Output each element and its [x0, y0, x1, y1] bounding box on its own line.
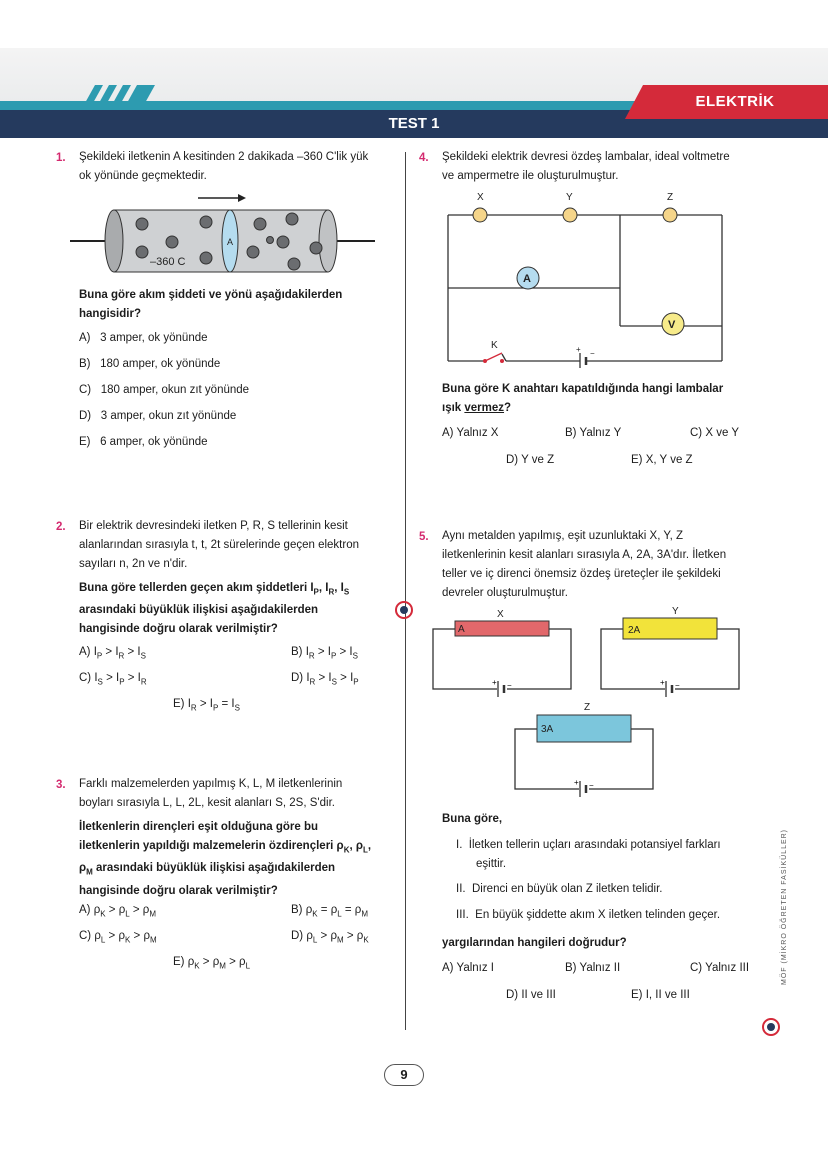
- question-text: Şekildeki iletkenin A kesitinden 2 dakik…: [79, 151, 369, 182]
- page-number: 9: [384, 1064, 424, 1086]
- svg-text:−: −: [590, 349, 595, 358]
- lamp-y-icon: [562, 207, 578, 223]
- svg-text:Z: Z: [584, 702, 590, 713]
- svg-text:V: V: [668, 319, 676, 331]
- svg-text:3A: 3A: [541, 724, 554, 735]
- option-d[interactable]: D) II ve III: [506, 989, 556, 1001]
- option-a[interactable]: A) IP > IR > IS: [79, 646, 146, 661]
- question-prompt: Buna göre tellerden geçen akım şiddetler…: [79, 582, 350, 636]
- circuit-figure-q4: + − X Y Z A V K: [447, 192, 723, 368]
- publisher-logo-icon: [395, 601, 413, 619]
- option-c[interactable]: C) X ve Y: [690, 427, 740, 439]
- svg-text:A: A: [458, 624, 465, 635]
- svg-text:−: −: [589, 781, 594, 790]
- question-prompt: Buna göre K anahtarı kapatıldığında hang…: [442, 383, 724, 414]
- option-e[interactable]: E) IR > IP = IS: [173, 698, 240, 713]
- question-text: Aynı metalden yapılmış, eşit uzunluktaki…: [442, 530, 727, 599]
- option-e[interactable]: E) 6 amper, ok yönünde: [79, 436, 208, 448]
- option-a[interactable]: A) 3 amper, ok yönünde: [79, 332, 208, 344]
- svg-text:+: +: [660, 678, 665, 687]
- option-d[interactable]: D) ρL > ρM > ρK: [291, 930, 369, 945]
- option-a[interactable]: A) Yalnız X: [442, 427, 499, 439]
- svg-text:Z: Z: [667, 192, 673, 203]
- svg-text:A: A: [523, 273, 531, 285]
- option-c[interactable]: C) 180 amper, okun zıt yönünde: [79, 384, 250, 396]
- svg-text:–360 C: –360 C: [150, 256, 186, 268]
- option-c[interactable]: C) IS > IP > IR: [79, 672, 147, 687]
- statement-1-cont: eşittir.: [476, 858, 507, 870]
- question-prompt: İletkenlerin dirençleri eşit olduğuna gö…: [79, 821, 372, 897]
- option-a[interactable]: A) ρK > ρL > ρM: [79, 904, 157, 919]
- wire-y: [622, 617, 718, 640]
- svg-text:+: +: [574, 778, 579, 787]
- subject-tab: [625, 85, 828, 119]
- svg-text:Y: Y: [566, 192, 573, 203]
- lamp-z-icon: [662, 207, 678, 223]
- publisher-logo-icon: [762, 1018, 780, 1036]
- option-b[interactable]: B) Yalnız Y: [565, 427, 622, 439]
- statement-2: II. Direnci en büyük olan Z iletken teli…: [456, 883, 663, 895]
- conductor-figure: A –360 C: [70, 194, 375, 273]
- voltmeter-icon: [661, 312, 685, 336]
- option-c[interactable]: C) ρL > ρK > ρM: [79, 930, 157, 945]
- column-divider: [405, 152, 406, 1030]
- header-teal-strip: [0, 101, 828, 110]
- option-c[interactable]: C) Yalnız III: [690, 962, 750, 974]
- question-text: Farklı malzemelerden yapılmış K, L, M il…: [79, 778, 343, 809]
- option-d[interactable]: D) 3 amper, okun zıt yönünde: [79, 410, 237, 422]
- svg-text:X: X: [497, 609, 504, 620]
- circuits-figure-q5: + − + − + − X A Y 2A Z 3A: [432, 606, 740, 797]
- option-b[interactable]: B) 180 amper, ok yönünde: [79, 358, 221, 370]
- svg-text:K: K: [491, 340, 498, 351]
- question-number: 3.: [56, 779, 66, 791]
- question-number: 5.: [419, 531, 429, 543]
- option-e[interactable]: E) ρK > ρM > ρL: [173, 956, 251, 971]
- test-title: TEST 1: [388, 115, 440, 132]
- wire-z: [536, 714, 632, 743]
- svg-text:−: −: [507, 681, 512, 690]
- header-stripes-decoration: [85, 85, 155, 103]
- statement-lead: Buna göre,: [442, 813, 503, 825]
- svg-text:Y: Y: [672, 606, 679, 617]
- series-side-label: MÖF (MİKRO ÖĞRETEN FASİKÜLLER): [781, 828, 788, 985]
- statement-1: I. İletken tellerin uçları arasındaki po…: [456, 839, 721, 851]
- question-number: 1.: [56, 152, 66, 164]
- question-text: Bir elektrik devresindeki iletken P, R, …: [79, 520, 359, 570]
- ammeter-icon: [516, 266, 540, 290]
- switch-k-icon: [483, 359, 487, 363]
- option-a[interactable]: A) Yalnız I: [442, 962, 494, 974]
- option-e[interactable]: E) I, II ve III: [631, 989, 690, 1001]
- question-number: 4.: [419, 152, 429, 164]
- question-number: 2.: [56, 521, 66, 533]
- question-text: Şekildeki elektrik devresi özdeş lambala…: [442, 151, 730, 182]
- option-e[interactable]: E) X, Y ve Z: [631, 454, 693, 466]
- lamp-x-icon: [472, 207, 488, 223]
- option-d[interactable]: D) IR > IS > IP: [291, 672, 359, 687]
- svg-text:A: A: [227, 237, 233, 247]
- subject-title: ELEKTRİK: [695, 93, 775, 110]
- svg-text:2A: 2A: [628, 625, 641, 636]
- option-d[interactable]: D) Y ve Z: [506, 454, 555, 466]
- option-b[interactable]: B) ρK = ρL = ρM: [291, 904, 369, 919]
- svg-text:+: +: [492, 678, 497, 687]
- question-prompt: yargılarından hangileri doğrudur?: [442, 937, 627, 949]
- option-b[interactable]: B) IR > IP > IS: [291, 646, 358, 661]
- svg-text:+: +: [576, 345, 581, 354]
- svg-text:−: −: [675, 681, 680, 690]
- question-prompt: Buna göre akım şiddeti ve yönü aşağıdaki…: [79, 289, 343, 320]
- statement-3: III. En büyük şiddette akım X iletken te…: [456, 909, 721, 921]
- svg-text:X: X: [477, 192, 484, 203]
- option-b[interactable]: B) Yalnız II: [565, 962, 621, 974]
- wire-x: [454, 620, 550, 637]
